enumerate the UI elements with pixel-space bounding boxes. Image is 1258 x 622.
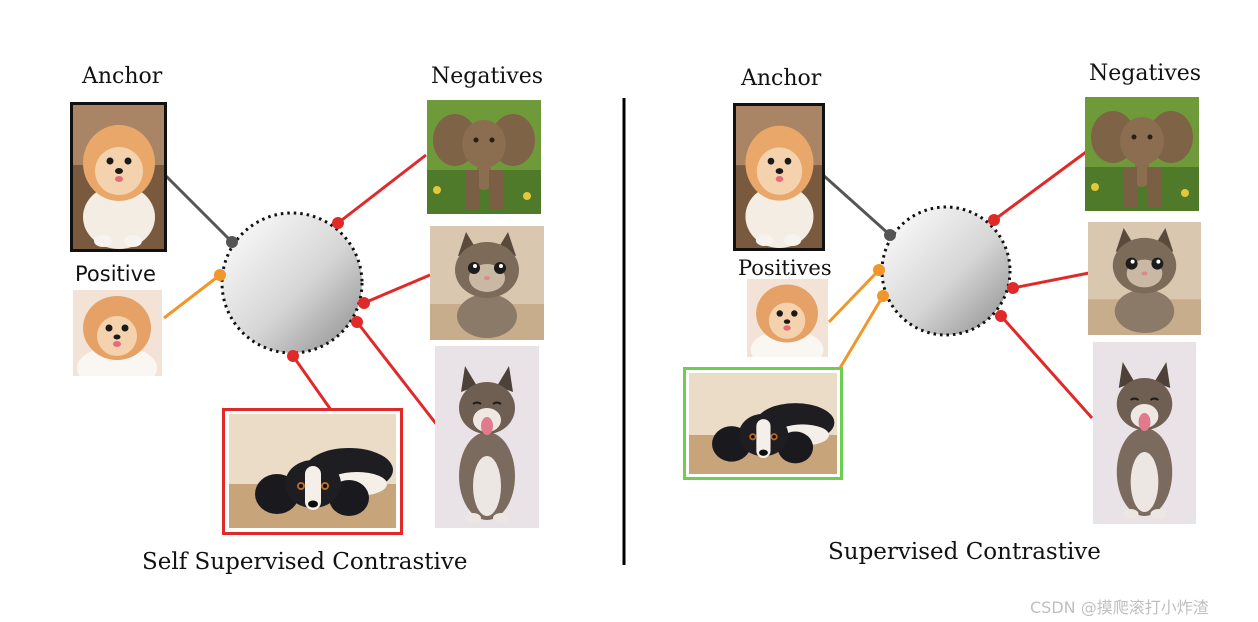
csdn-watermark: CSDN @摸爬滚打小炸渣 xyxy=(1030,598,1209,617)
right-negative-dot-elephant xyxy=(988,214,1000,226)
right-negative-link-elephant xyxy=(993,150,1087,222)
elephant-icon xyxy=(1085,97,1199,211)
kitten-icon xyxy=(430,226,544,340)
right-negative-link-kitten xyxy=(1012,271,1090,290)
left-negative-dot-yawning-kitten xyxy=(351,316,363,328)
right-positive-dot-spaniel xyxy=(877,290,889,302)
left-negative-spaniel-image xyxy=(229,414,396,528)
right-positive-dot-pom xyxy=(873,264,885,276)
left-negative-dot-spaniel xyxy=(287,350,299,362)
left-anchor-image xyxy=(70,102,167,252)
right-negative-yawning-kitten-image xyxy=(1093,342,1196,524)
pomeranian-icon xyxy=(73,290,162,376)
pomeranian-icon xyxy=(747,279,828,357)
left-embedding-sphere xyxy=(220,211,364,355)
pomeranian-icon xyxy=(73,105,164,249)
left-negative-link-yawning-kitten xyxy=(355,321,439,426)
left-negative-link-elephant xyxy=(337,153,427,225)
right-anchor-link xyxy=(821,173,892,237)
left-negative-link-kitten xyxy=(363,273,431,305)
yawning-kitten-icon xyxy=(435,346,539,528)
pomeranian-icon xyxy=(736,106,822,248)
spaniel-icon xyxy=(689,373,837,474)
right-positive-link-pom xyxy=(827,268,881,324)
left-spaniel-negative-frame xyxy=(222,408,403,535)
right-negative-kitten-image xyxy=(1088,222,1201,335)
elephant-icon xyxy=(427,100,541,214)
left-negative-link-spaniel xyxy=(291,355,333,411)
left-negative-yawning-kitten-image xyxy=(435,346,539,528)
right-anchor-label: Anchor xyxy=(741,66,822,91)
right-spaniel-positive-frame xyxy=(683,367,843,480)
left-positive-label: Positive xyxy=(75,262,156,286)
yawning-kitten-icon xyxy=(1093,342,1196,524)
spaniel-icon xyxy=(229,414,396,528)
right-embedding-sphere xyxy=(880,205,1012,337)
left-positive-image xyxy=(73,290,162,376)
right-positive-pomeranian-image xyxy=(747,279,828,357)
right-positive-link-spaniel xyxy=(838,295,885,369)
left-negative-dot-elephant xyxy=(332,217,344,229)
right-positive-spaniel-image xyxy=(689,373,837,474)
left-positive-dot xyxy=(214,269,226,281)
left-negative-kitten-image xyxy=(430,226,544,340)
right-negative-elephant-image xyxy=(1085,97,1199,211)
right-negative-dot-kitten xyxy=(1007,282,1019,294)
left-caption: Self Supervised Contrastive xyxy=(142,549,468,575)
right-anchor-dot xyxy=(884,229,896,241)
kitten-icon xyxy=(1088,222,1201,335)
left-negatives-label: Negatives xyxy=(431,64,544,89)
right-caption: Supervised Contrastive xyxy=(828,539,1101,565)
right-negative-dot-yawning-kitten xyxy=(995,310,1007,322)
left-anchor-label: Anchor xyxy=(82,64,163,89)
right-anchor-image xyxy=(733,103,825,251)
left-negative-elephant-image xyxy=(427,100,541,214)
left-positive-link xyxy=(163,273,221,320)
left-negative-dot-kitten xyxy=(358,297,370,309)
right-negatives-label: Negatives xyxy=(1089,61,1202,86)
right-positives-label: Positives xyxy=(738,256,832,280)
left-anchor-dot xyxy=(226,236,238,248)
right-negative-link-yawning-kitten xyxy=(999,315,1094,419)
left-anchor-link xyxy=(163,173,234,244)
